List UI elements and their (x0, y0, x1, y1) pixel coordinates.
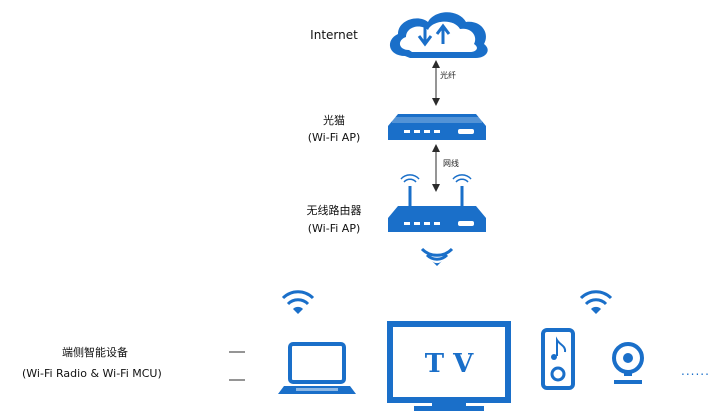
router-icon (388, 174, 486, 232)
speaker-icon (541, 328, 575, 390)
router-sub: (Wi-Fi AP) (307, 222, 361, 235)
router-name: 无线路由器 (306, 204, 362, 217)
modem-name: 光猫 (323, 114, 345, 127)
cable-link-label: 网线 (443, 159, 459, 168)
fiber-connection (432, 60, 440, 106)
modem-sub: (Wi-Fi AP) (307, 131, 361, 144)
more-devices-ellipsis: ...... (681, 364, 710, 378)
fiber-link-label: 光纤 (440, 71, 456, 80)
devices-group-sub: (Wi-Fi Radio & Wi-Fi MCU) (22, 367, 162, 380)
cable-connection (432, 144, 440, 192)
pointer-dashes (229, 351, 245, 381)
tv-icon: T V (387, 321, 511, 411)
devices-group-name: 端侧智能设备 (62, 346, 128, 359)
wifi-icon (281, 290, 315, 314)
tv-text: T V (425, 349, 474, 379)
wifi-icon (579, 290, 613, 314)
camera-icon (612, 342, 644, 384)
cloud-icon (389, 12, 488, 58)
laptop-icon (278, 342, 356, 394)
modem-icon (388, 114, 486, 140)
wifi-icon (420, 247, 454, 266)
internet-label: Internet (310, 28, 358, 42)
